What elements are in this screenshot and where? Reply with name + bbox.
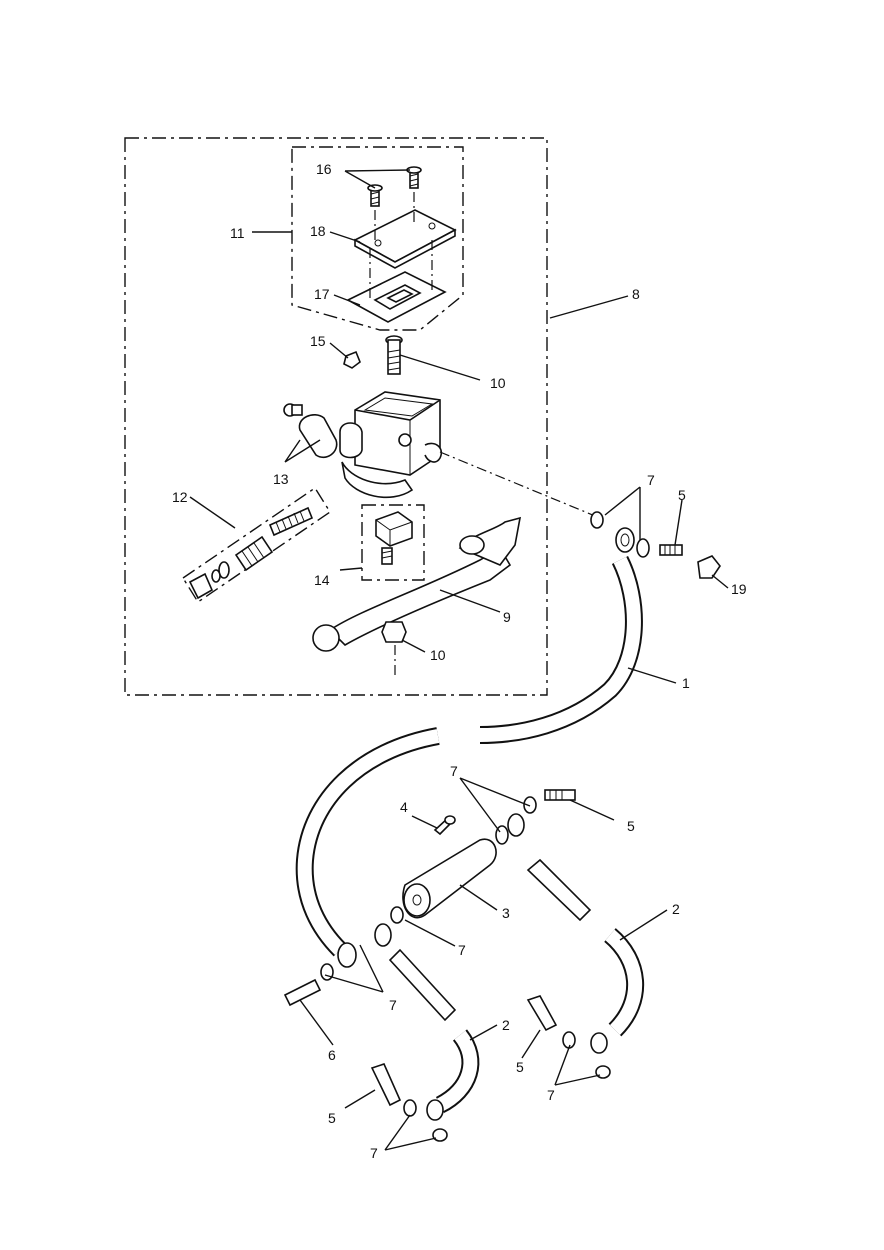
- brake-switch: [375, 511, 413, 565]
- master-cylinder-body: [339, 391, 443, 499]
- callout-2a: 2: [672, 901, 680, 917]
- brake-junction-3: [402, 838, 497, 919]
- cap-subassembly-boundary-11: [291, 146, 464, 331]
- callout-9: 9: [503, 609, 511, 625]
- junction-screw-4: [433, 815, 456, 836]
- hose-1: [479, 555, 643, 744]
- piston-kit: [188, 506, 314, 600]
- callout-5c: 5: [516, 1059, 524, 1075]
- cap-alignment-lines: [369, 192, 433, 300]
- callout-17: 17: [314, 286, 330, 302]
- callout-10a: 10: [490, 375, 506, 391]
- callout-6: 6: [328, 1047, 336, 1063]
- switch-boundary-14: [361, 504, 425, 581]
- callout-1: 1: [682, 675, 690, 691]
- callout-15: 15: [310, 333, 326, 349]
- caliper-fittings: [370, 995, 611, 1142]
- callout-18: 18: [310, 223, 326, 239]
- callout-7d: 7: [389, 997, 397, 1013]
- pivot-nut-10: [381, 621, 407, 643]
- callout-19: 19: [731, 581, 747, 597]
- callout-4: 4: [400, 799, 408, 815]
- callout-7b: 7: [450, 763, 458, 779]
- callout-14: 14: [314, 572, 330, 588]
- leader-lines: [189, 169, 729, 1151]
- lower-right-hose: [495, 789, 592, 922]
- callout-5b: 5: [627, 818, 635, 834]
- callout-7e: 7: [547, 1087, 555, 1103]
- lower-left-hose: [283, 906, 457, 1022]
- handlebar-clamp-13: [283, 403, 338, 459]
- reservoir-cap: [353, 209, 457, 269]
- callout-7f: 7: [370, 1145, 378, 1161]
- callout-16: 16: [316, 161, 332, 177]
- callout-12: 12: [172, 489, 188, 505]
- callout-7c: 7: [458, 942, 466, 958]
- callout-13: 13: [273, 471, 289, 487]
- bleed-cap-15: [343, 350, 361, 369]
- callout-5a: 5: [678, 487, 686, 503]
- callout-10b: 10: [430, 647, 446, 663]
- piston-kit-boundary-12: [182, 487, 331, 603]
- diaphragm: [346, 271, 447, 323]
- callout-5d: 5: [328, 1110, 336, 1126]
- callout-3: 3: [502, 905, 510, 921]
- callout-2b: 2: [502, 1017, 510, 1033]
- brake-lever: [312, 516, 522, 652]
- assembly-boundary-8: [124, 137, 548, 696]
- callout-7a: 7: [647, 472, 655, 488]
- callout-11: 11: [230, 225, 245, 241]
- banjo-alignment-line: [439, 451, 601, 519]
- callout-8: 8: [632, 286, 640, 302]
- cap-screws-16: [367, 166, 422, 207]
- upper-banjo: [590, 511, 721, 579]
- lever-pivot-bolt-10: [385, 335, 403, 375]
